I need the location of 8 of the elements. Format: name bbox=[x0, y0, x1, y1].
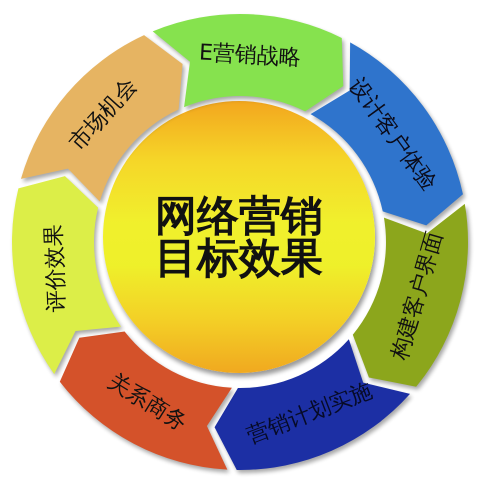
segment-label: 关系商务 bbox=[104, 370, 190, 436]
segment-label: 评价效果 bbox=[43, 224, 68, 312]
center-title: 网络营销目标效果 bbox=[154, 195, 324, 279]
segment-label: 设计客户体验 bbox=[344, 75, 440, 196]
segment-label: E营销战略 bbox=[198, 42, 302, 70]
segment-label: 营销计划实施 bbox=[244, 380, 376, 448]
segment-label: 市场机会 bbox=[66, 75, 142, 156]
segment-label: 构建客户界面 bbox=[389, 230, 447, 363]
